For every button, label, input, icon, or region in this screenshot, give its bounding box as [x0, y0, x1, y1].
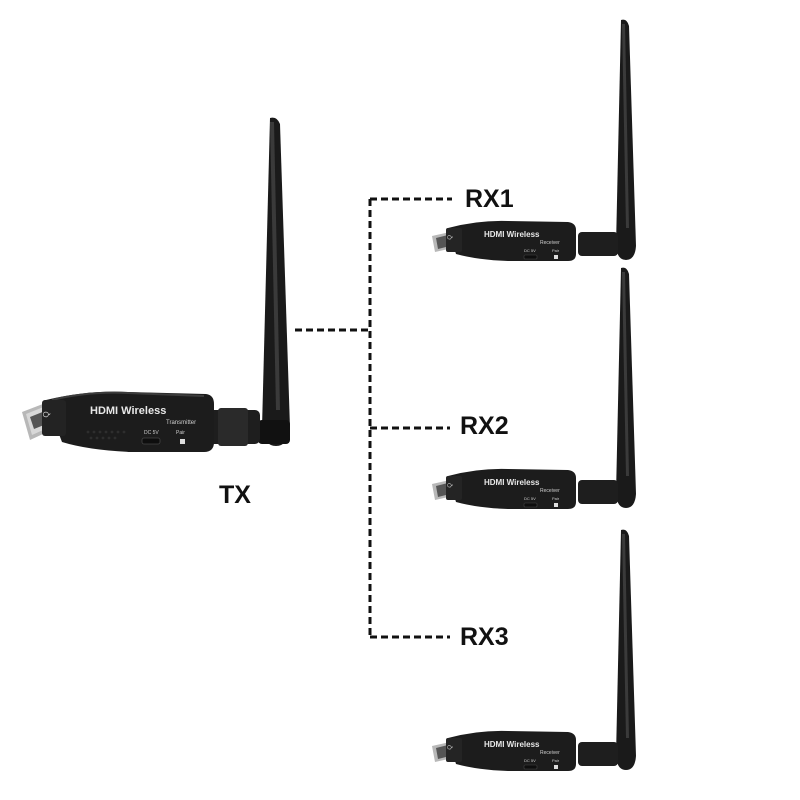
rx2-label: RX2 — [460, 412, 509, 440]
rx2-brand-text: Q — [447, 482, 454, 488]
tx-title-text: HDMI Wireless — [90, 405, 166, 417]
rx1-label: RX1 — [465, 185, 514, 213]
rx3-subtitle-text: Receiver — [540, 750, 560, 756]
receiver-device-rx3: Q HDMI Wireless Receiver DC 5V Pair — [428, 528, 648, 778]
tx-port-label: DC 5V — [144, 430, 159, 436]
rx3-button-label: Pair — [552, 758, 560, 763]
rx2-title-text: HDMI Wireless — [484, 478, 540, 487]
rx1-brand-text: Q — [447, 234, 454, 240]
rx2-subtitle-text: Receiver — [540, 488, 560, 494]
tx-pair-button — [180, 439, 185, 444]
rx1-subtitle-text: Receiver — [540, 240, 560, 246]
tx-subtitle-text: Transmitter — [166, 420, 196, 426]
rx3-label: RX3 — [460, 623, 509, 651]
receiver-device-rx1: Q HDMI Wireless Receiver DC 5V Pair — [428, 18, 648, 268]
rx2-button-label: Pair — [552, 496, 560, 501]
rx2-port-label: DC 5V — [524, 496, 536, 501]
rx1-title-text: HDMI Wireless — [484, 230, 540, 239]
tx-usb-port — [141, 437, 161, 445]
tx-label: TX — [219, 481, 251, 509]
rx3-title-text: HDMI Wireless — [484, 740, 540, 749]
tx-brand-text: Q — [41, 411, 51, 419]
receiver-device-rx2: Q HDMI Wireless Receiver DC 5V Pair — [428, 266, 648, 516]
transmitter-device: Q HDMI Wireless Transmitter DC 5V Pair — [18, 110, 298, 460]
rx3-port-label: DC 5V — [524, 758, 536, 763]
tx-button-label: Pair — [176, 430, 185, 436]
rx1-button-label: Pair — [552, 248, 560, 253]
rx1-port-label: DC 5V — [524, 248, 536, 253]
rx3-brand-text: Q — [447, 744, 454, 750]
